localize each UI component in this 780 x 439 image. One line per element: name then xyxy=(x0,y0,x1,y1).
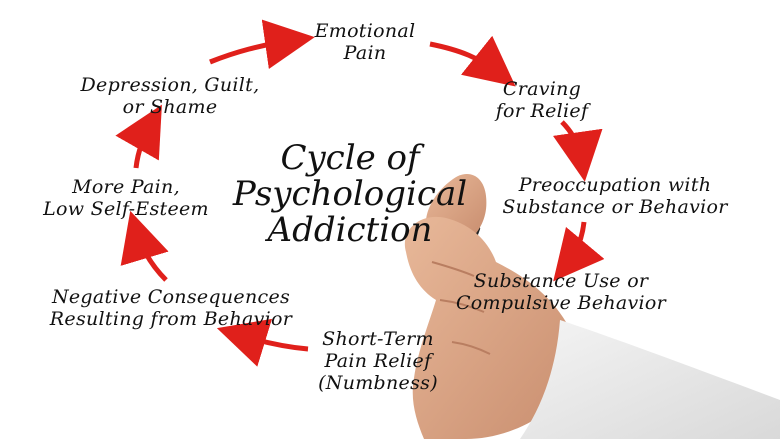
node-short-term-line-2: Pain Relief xyxy=(324,350,432,372)
node-more-pain: More Pain, Low Self-Esteem xyxy=(36,176,216,220)
arrow-preoccupation-to-use xyxy=(553,221,605,282)
node-preoccupation-line-1: Preoccupation with xyxy=(518,174,712,196)
node-craving-line-2: for Relief xyxy=(495,100,589,122)
node-negative-consequences-line-1: Negative Consequences xyxy=(51,286,291,308)
arrow-craving-to-preoccupation xyxy=(553,120,603,182)
arrow-emotional-to-craving xyxy=(429,35,516,87)
hand-with-marker-illustration xyxy=(404,174,780,439)
arrow-relief-to-consequences xyxy=(216,318,309,367)
node-short-term-line-3: (Numbness) xyxy=(318,372,438,394)
title-line-3: Addiction xyxy=(267,210,433,250)
node-craving-for-relief: Craving for Relief xyxy=(482,78,602,122)
node-short-term-relief: Short-Term Pain Relief (Numbness) xyxy=(308,328,448,394)
node-depression-line-1: Depression, Guilt, xyxy=(80,74,260,96)
node-preoccupation: Preoccupation with Substance or Behavior xyxy=(490,174,740,218)
node-more-pain-line-1: More Pain, xyxy=(72,176,180,198)
node-depression-guilt-shame: Depression, Guilt, or Shame xyxy=(70,74,270,118)
arrow-depression-to-emotional xyxy=(209,19,315,69)
arrow-morepain-to-depression xyxy=(115,104,162,169)
node-emotional-pain-line-1: Emotional xyxy=(314,20,416,42)
node-emotional-pain-line-2: Pain xyxy=(343,42,387,64)
node-negative-consequences: Negative Consequences Resulting from Beh… xyxy=(36,286,306,330)
node-preoccupation-line-2: Substance or Behavior xyxy=(502,196,728,218)
node-depression-line-2: or Shame xyxy=(122,96,218,118)
node-substance-use-line-2: Compulsive Behavior xyxy=(455,292,667,314)
arrow-consequences-to-morepain xyxy=(120,210,169,282)
title-line-1: Cycle of xyxy=(280,138,420,178)
node-craving-line-1: Craving xyxy=(502,78,582,100)
node-short-term-line-1: Short-Term xyxy=(322,328,434,350)
node-negative-consequences-line-2: Resulting from Behavior xyxy=(49,308,293,330)
node-substance-use-line-1: Substance Use or xyxy=(473,270,649,292)
title-line-2: Psychological xyxy=(232,174,468,214)
node-substance-use: Substance Use or Compulsive Behavior xyxy=(446,270,676,314)
diagram-title: Cycle of Psychological Addiction xyxy=(230,140,470,248)
node-emotional-pain: Emotional Pain xyxy=(300,20,430,64)
node-more-pain-line-2: Low Self-Esteem xyxy=(43,198,209,220)
